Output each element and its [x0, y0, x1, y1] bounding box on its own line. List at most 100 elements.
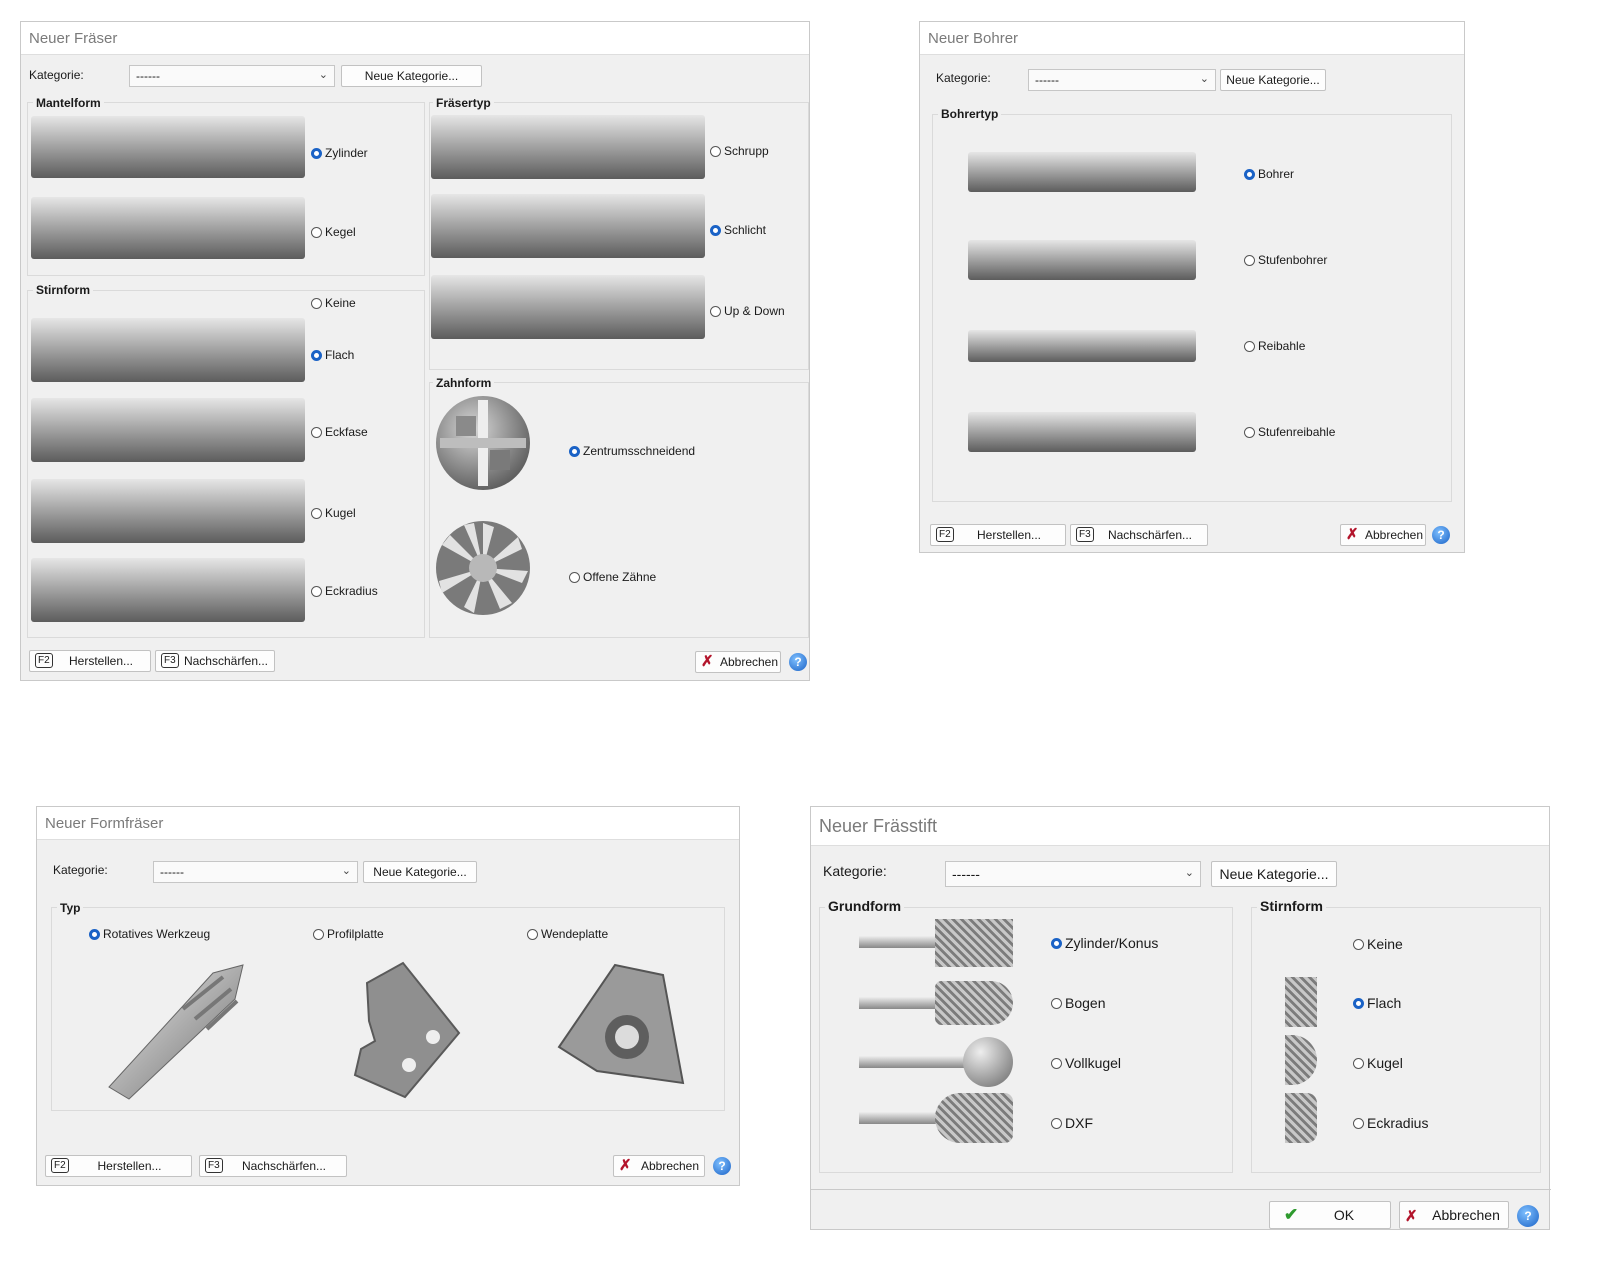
radio-wendeplatte[interactable]: Wendeplatte: [527, 927, 608, 941]
ok-button[interactable]: ✔OK: [1269, 1201, 1391, 1229]
category-label: Kategorie:: [29, 68, 84, 82]
cancel-button[interactable]: ✗Abbrechen: [695, 651, 781, 673]
radio-circle[interactable]: [1353, 1057, 1364, 1069]
radio-circle[interactable]: [710, 224, 721, 236]
divider: [811, 1189, 1551, 1190]
radio-circle[interactable]: [569, 571, 580, 583]
cancel-button[interactable]: ✗Abbrechen: [1399, 1201, 1509, 1229]
radio-circle[interactable]: [527, 928, 538, 940]
radio-circle[interactable]: [1244, 168, 1255, 180]
category-combo[interactable]: ------ ⌄: [945, 861, 1201, 887]
cancel-label: Abbrechen: [1432, 1207, 1500, 1223]
radio-circle[interactable]: [1353, 997, 1364, 1009]
radio-label: Bogen: [1065, 995, 1106, 1011]
radio-label: Stufenreibahle: [1258, 425, 1336, 439]
help-icon[interactable]: ?: [713, 1157, 731, 1175]
radio-eckfase[interactable]: Eckfase: [311, 425, 368, 439]
new-category-button[interactable]: Neue Kategorie...: [1211, 861, 1337, 887]
radio-circle[interactable]: [1353, 1117, 1364, 1129]
radio-label: Keine: [325, 296, 356, 310]
help-icon[interactable]: ?: [1432, 526, 1450, 544]
radio-circle[interactable]: [1244, 426, 1255, 438]
radio-circle[interactable]: [311, 349, 322, 361]
radio-circle[interactable]: [710, 305, 721, 317]
radio-stufenbohrer[interactable]: Stufenbohrer: [1244, 253, 1327, 267]
cancel-label: Abbrechen: [719, 655, 779, 669]
radio-circle[interactable]: [311, 426, 322, 438]
radio-circle[interactable]: [1244, 340, 1255, 352]
help-icon[interactable]: ?: [1517, 1205, 1539, 1227]
radio-label: Zentrumsschneidend: [583, 444, 696, 458]
dialog-neuer-bohrer: Neuer Bohrer Kategorie: ------ ⌄ Neue Ka…: [919, 21, 1465, 553]
profile-plate-image: [353, 961, 461, 1099]
radio-circle[interactable]: [311, 585, 322, 597]
radio-zylinder-konus[interactable]: Zylinder/Konus: [1051, 935, 1158, 951]
radio-label: Kegel: [325, 225, 356, 239]
radio-circle[interactable]: [569, 445, 580, 457]
help-icon[interactable]: ?: [789, 653, 807, 671]
radio-circle[interactable]: [1051, 1057, 1062, 1069]
radio-circle[interactable]: [1051, 997, 1062, 1009]
radio-profilplatte[interactable]: Profilplatte: [313, 927, 384, 941]
new-category-button[interactable]: Neue Kategorie...: [341, 65, 482, 87]
dialog-title: Neuer Formfräser: [45, 815, 164, 832]
group-title: Typ: [57, 901, 84, 915]
radio-label: Kugel: [325, 506, 356, 520]
radio-circle[interactable]: [1244, 254, 1255, 266]
radio-circle[interactable]: [311, 147, 322, 159]
category-combo[interactable]: ------ ⌄: [1028, 69, 1216, 91]
radio-label: Offene Zähne: [583, 570, 657, 584]
radio-schrupp[interactable]: Schrupp: [710, 144, 769, 158]
cancel-button[interactable]: ✗Abbrechen: [613, 1155, 705, 1177]
radio-keine[interactable]: Keine: [1353, 936, 1403, 952]
radio-up-down[interactable]: Up & Down: [710, 304, 785, 318]
radio-circle[interactable]: [311, 226, 322, 238]
radio-bogen[interactable]: Bogen: [1051, 995, 1105, 1011]
rotary-tool-image: [108, 964, 244, 1100]
radio-schlicht[interactable]: Schlicht: [710, 223, 766, 237]
radio-circle[interactable]: [710, 145, 721, 157]
radio-eckradius[interactable]: Eckradius: [1353, 1115, 1428, 1131]
radio-rotatives-werkzeug[interactable]: Rotatives Werkzeug: [89, 927, 210, 941]
f3-key-icon: F3: [161, 653, 179, 668]
radio-flach[interactable]: Flach: [311, 348, 354, 362]
radio-circle[interactable]: [1051, 1117, 1062, 1129]
radio-kugel[interactable]: Kugel: [1353, 1055, 1403, 1071]
radio-eckradius[interactable]: Eckradius: [311, 584, 378, 598]
radio-circle[interactable]: [311, 507, 322, 519]
radio-bohrer[interactable]: Bohrer: [1244, 167, 1294, 181]
corner-radius-end-image: [1285, 1093, 1317, 1143]
radio-dxf[interactable]: DXF: [1051, 1115, 1093, 1131]
radio-flach[interactable]: Flach: [1353, 995, 1401, 1011]
radio-keine[interactable]: Keine: [311, 296, 356, 310]
new-category-button[interactable]: Neue Kategorie...: [1220, 69, 1326, 91]
radio-label: DXF: [1065, 1115, 1093, 1131]
new-category-button[interactable]: Neue Kategorie...: [363, 861, 477, 883]
radio-circle[interactable]: [313, 928, 324, 940]
radio-vollkugel[interactable]: Vollkugel: [1051, 1055, 1121, 1071]
radio-circle[interactable]: [89, 928, 100, 940]
dialog-title: Neuer Frässtift: [819, 816, 938, 836]
category-value: ------: [160, 865, 184, 879]
cancel-button[interactable]: ✗Abbrechen: [1340, 524, 1426, 546]
radio-label: Flach: [325, 348, 355, 362]
radio-circle[interactable]: [311, 297, 322, 309]
radio-reibahle[interactable]: Reibahle: [1244, 339, 1305, 353]
radio-zylinder[interactable]: Zylinder: [311, 146, 368, 160]
cutter-image: [31, 398, 305, 462]
category-combo[interactable]: ------ ⌄: [153, 861, 358, 883]
radio-kegel[interactable]: Kegel: [311, 225, 356, 239]
radio-stufenreibahle[interactable]: Stufenreibahle: [1244, 425, 1335, 439]
radio-circle[interactable]: [1353, 938, 1364, 950]
category-combo[interactable]: ------ ⌄: [129, 65, 335, 87]
radio-circle[interactable]: [1051, 937, 1062, 949]
radio-zentrumsschneidend[interactable]: Zentrumsschneidend: [569, 444, 695, 458]
radio-kugel[interactable]: Kugel: [311, 506, 356, 520]
radio-offene-zaehne[interactable]: Offene Zähne: [569, 570, 656, 584]
